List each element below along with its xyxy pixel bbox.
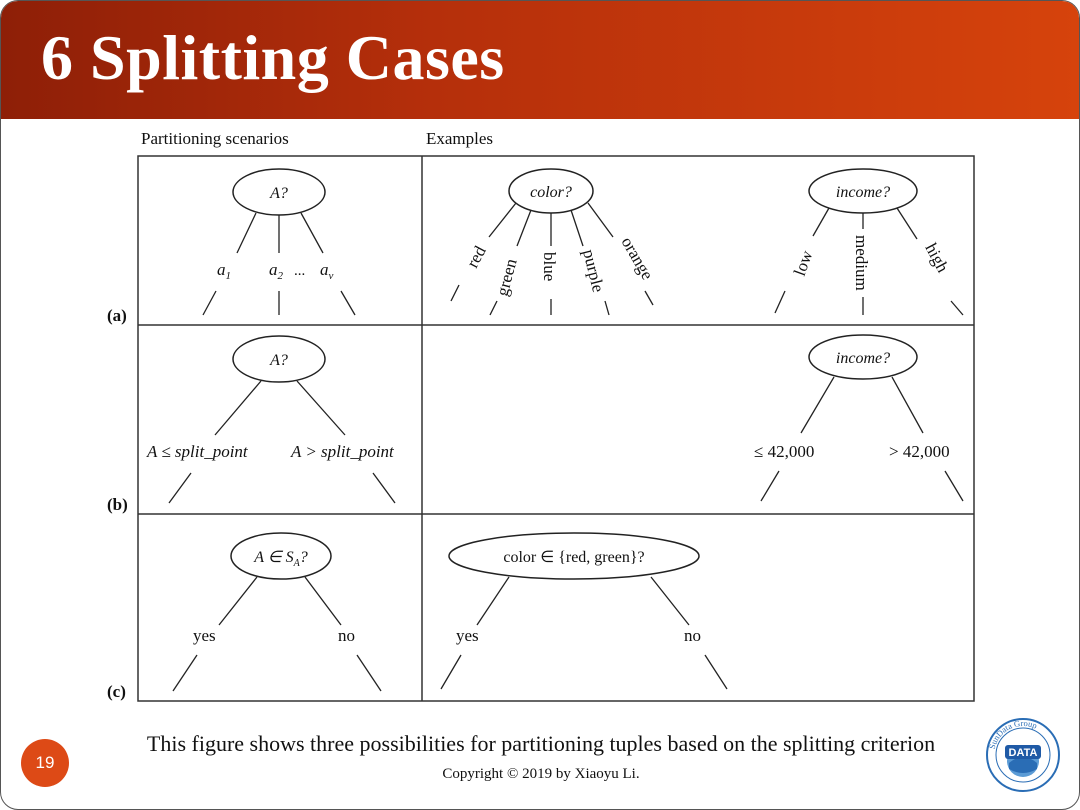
row-a-income-example: income? low medium high xyxy=(774,168,964,316)
node-a-label: A? xyxy=(269,185,288,202)
svg-text:a1: a1 xyxy=(217,260,231,282)
page-number-badge: 19 xyxy=(21,739,69,787)
income-branch-medium: medium xyxy=(852,235,871,291)
branch-ellipsis: ... xyxy=(294,263,305,279)
color-branch-green: green xyxy=(493,256,521,298)
scenario-no-label: no xyxy=(338,626,355,645)
row-label-a: (a) xyxy=(107,306,127,325)
income-branch-high: high xyxy=(921,240,952,276)
svg-text:a2: a2 xyxy=(269,260,284,282)
branch-av-sub: v xyxy=(329,270,334,282)
diagram-grid xyxy=(137,155,975,702)
income-branch-low: low xyxy=(790,247,817,278)
branch-a2: a xyxy=(269,260,278,279)
copyright-notice: Copyright © 2019 by Xiaoyu Li. xyxy=(442,766,640,782)
color-node-label: color? xyxy=(530,184,572,201)
color-branch-blue: blue xyxy=(540,252,559,281)
node-c-ellipse xyxy=(230,532,332,580)
branch-a2-sub: 2 xyxy=(278,270,284,282)
row-b-scenario: A? A ≤ split_point A > split_point xyxy=(146,335,396,504)
title-bar: 6 Splitting Cases xyxy=(1,1,1079,119)
row-c-color-example: color ∈ {red, green}? yes no xyxy=(440,532,728,690)
row-a-color-example: color? red green blue purple orange xyxy=(450,168,658,316)
color-branch-red: red xyxy=(463,242,490,271)
split-right-label: A > split_point xyxy=(290,442,395,461)
income-node-b-label: income? xyxy=(836,350,890,367)
svg-text:A ∈ SA?: A ∈ SA? xyxy=(253,549,308,569)
row-label-b: (b) xyxy=(107,495,128,514)
row-a-scenario: A? a1 a2 ... av xyxy=(202,168,356,316)
header-examples: Examples xyxy=(426,129,493,148)
income-node-b-ellipse xyxy=(808,334,918,380)
color-branch-purple: purple xyxy=(579,247,608,294)
node-b-label: A? xyxy=(269,352,288,369)
scenario-yes-label: yes xyxy=(193,626,216,645)
income-right-label: > 42,000 xyxy=(889,442,950,461)
row-b-income-example: income? ≤ 42,000 > 42,000 xyxy=(754,334,964,502)
logo-center-text: DATA xyxy=(1009,747,1038,759)
branch-a1-sub: 1 xyxy=(226,270,232,282)
split-left-label: A ≤ split_point xyxy=(146,442,249,461)
sundata-logo: SunData Group DATA xyxy=(986,718,1060,792)
svg-text:av: av xyxy=(320,260,334,282)
color-branch-orange: orange xyxy=(618,234,658,284)
figure-caption: This figure shows three possibilities fo… xyxy=(146,731,936,756)
income-node-a-label: income? xyxy=(836,184,890,201)
branch-av: a xyxy=(320,260,329,279)
row-c-scenario: A ∈ SA? yes no xyxy=(172,532,382,692)
row-label-c: (c) xyxy=(107,682,126,701)
branch-a1: a xyxy=(217,260,226,279)
node-c-suffix: ? xyxy=(300,549,308,566)
color-no-label: no xyxy=(684,626,701,645)
slide-title: 6 Splitting Cases xyxy=(41,22,505,93)
node-b-ellipse xyxy=(232,335,326,383)
income-left-label: ≤ 42,000 xyxy=(754,442,814,461)
node-c-label: A ∈ S xyxy=(253,549,293,566)
node-c-sub: A xyxy=(293,558,301,569)
header-scenarios: Partitioning scenarios xyxy=(141,129,289,148)
color-yes-label: yes xyxy=(456,626,479,645)
color-set-node-label: color ∈ {red, green}? xyxy=(503,549,644,566)
color-set-node-ellipse xyxy=(448,532,700,580)
